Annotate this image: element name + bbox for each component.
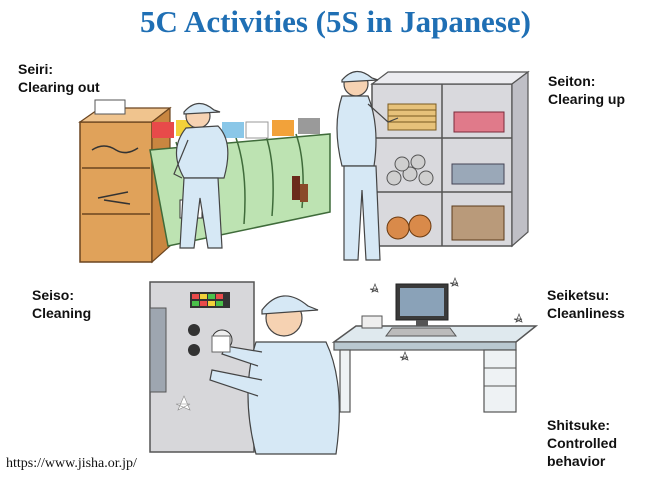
label-seiketsu: Seiketsu: Cleanliness bbox=[547, 286, 625, 322]
seiri-meaning: Clearing out bbox=[18, 79, 100, 95]
seiri-term: Seiri: bbox=[18, 61, 54, 77]
seiton-term: Seiton: bbox=[548, 73, 596, 89]
label-seiri: Seiri: Clearing out bbox=[18, 60, 100, 96]
seiketsu-scene bbox=[331, 277, 539, 413]
seiso-meaning: Cleaning bbox=[32, 305, 92, 321]
seiri-scene bbox=[78, 99, 331, 264]
label-seiso: Seiso: Cleaning bbox=[32, 286, 91, 322]
label-seiton: Seiton: Clearing up bbox=[548, 72, 625, 108]
shitsuke-meaning-2: behavior bbox=[547, 453, 606, 469]
seiso-scene bbox=[149, 281, 340, 455]
page-title: 5C Activities (5S in Japanese) bbox=[140, 4, 531, 39]
seiton-scene bbox=[336, 70, 530, 261]
seiketsu-meaning: Cleanliness bbox=[547, 305, 625, 321]
seiso-term: Seiso: bbox=[32, 287, 75, 303]
source-url: https://www.jisha.or.jp/ bbox=[6, 456, 137, 471]
shitsuke-meaning: Controlled bbox=[547, 435, 617, 451]
seiketsu-term: Seiketsu: bbox=[547, 287, 610, 303]
cabinet bbox=[79, 121, 153, 263]
shitsuke-term: Shitsuke: bbox=[547, 417, 611, 433]
control-panel bbox=[149, 281, 255, 453]
label-shitsuke: Shitsuke: Controlled behavior bbox=[547, 416, 617, 470]
seiton-meaning: Clearing up bbox=[548, 91, 626, 107]
